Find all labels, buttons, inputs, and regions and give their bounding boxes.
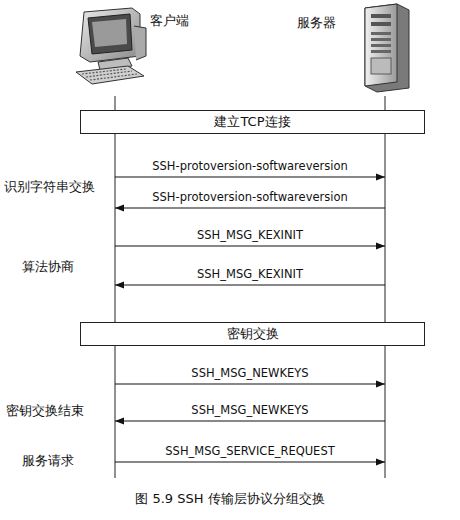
phase-band: 建立TCP连接 [80,110,425,134]
message-arrow [115,243,385,250]
host-label: 服务器 [297,14,336,32]
phase-label: 密钥交换结束 [6,402,84,420]
computer-icon [70,6,150,96]
phase-label: 识别字符串交换 [4,178,95,196]
server-node: 服务器 [295,2,420,94]
message-label: SSH_MSG_KEXINIT [195,228,305,242]
phase-band: 密钥交换 [80,322,425,346]
band-label: 建立TCP连接 [214,113,290,131]
client-node: 客户端 [70,4,200,94]
message-label: SSH-protoversion-softwareversion [150,159,350,173]
message-arrow [115,459,385,466]
server-icon [357,2,413,98]
message-arrow [115,418,385,425]
message-label: SSH_MSG_KEXINIT [195,267,305,281]
message-arrow [115,282,385,289]
message-label: SSH_MSG_SERVICE_REQUEST [163,444,336,458]
host-label: 客户端 [150,12,189,30]
message-arrow [115,205,385,212]
message-arrow [115,381,385,388]
phase-label: 算法协商 [22,258,74,276]
phase-label: 服务请求 [22,452,74,470]
message-label: SSH-protoversion-softwareversion [150,190,350,204]
figure-caption: 图 5.9 SSH 传输层协议分组交换 [135,490,324,508]
message-label: SSH_MSG_NEWKEYS [189,403,310,417]
message-label: SSH_MSG_NEWKEYS [189,366,310,380]
message-arrow [115,174,385,181]
band-label: 密钥交换 [227,325,279,343]
